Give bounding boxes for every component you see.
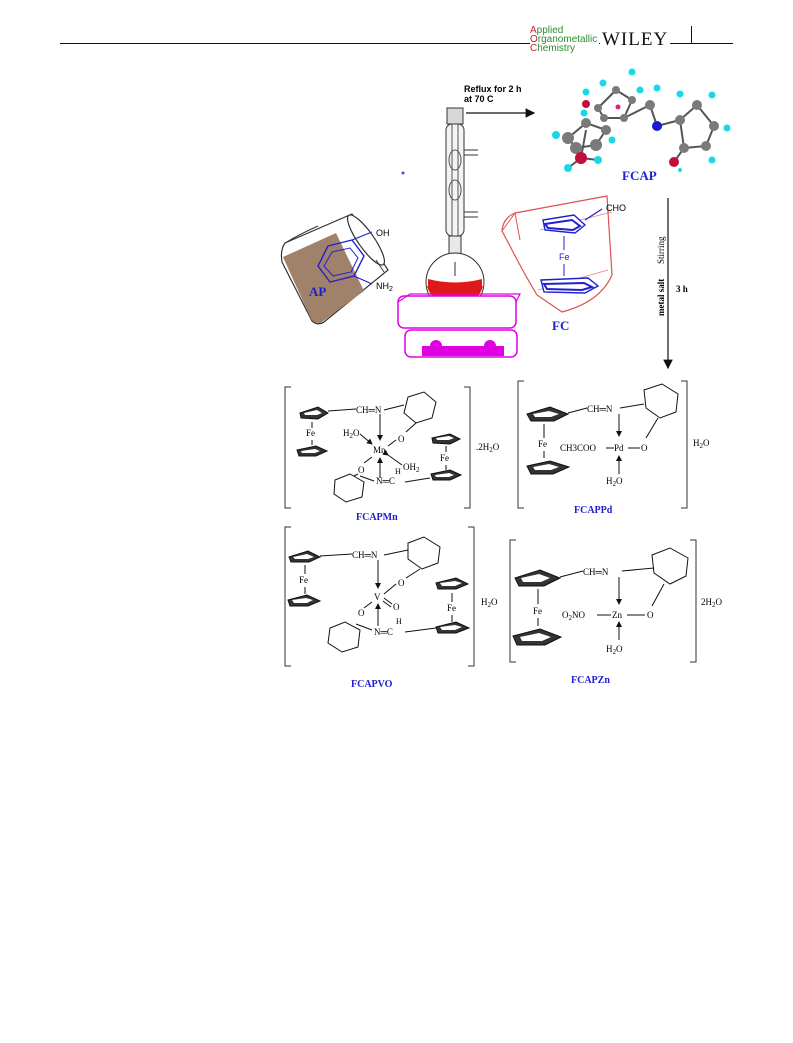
journal-line-organometallic: Organometallic <box>530 34 598 45</box>
vo-o-1: O <box>398 578 405 588</box>
mn-h: H <box>395 467 401 476</box>
vo-oxo: O <box>393 602 400 612</box>
zn-ch-n: CH═N <box>583 567 609 577</box>
stirring-label: Stirring <box>656 236 666 264</box>
reflux-step: Reflux for 2 h at 70 C <box>464 84 536 118</box>
vo-fe-2: Fe <box>447 603 456 613</box>
zn-o: O <box>647 610 654 620</box>
vo-o-2: O <box>358 608 365 618</box>
pd-ch-n: CH═N <box>587 404 613 414</box>
stopper <box>446 107 464 125</box>
ap-oh-label: OH <box>376 228 390 238</box>
stray-dot <box>401 171 405 175</box>
header-tick <box>691 26 692 43</box>
zn-h2o: H2O <box>606 644 623 656</box>
ap-label: AP <box>309 284 326 299</box>
mn-oh2: OH2 <box>403 462 420 474</box>
metal-salt-step: metal salt Stirring 3 h <box>656 198 688 370</box>
pd-h2o: H2O <box>606 476 623 488</box>
time-label: 3 h <box>676 284 688 294</box>
metal-salt-label: metal salt <box>656 279 666 316</box>
reflux-line-1: Reflux for 2 h <box>464 84 522 94</box>
journal-line-applied: Applied <box>530 25 564 36</box>
journal-logo: Applied Organometallic Chemistry <box>530 25 600 54</box>
pd-fe: Fe <box>538 439 547 449</box>
mn-o-2: O <box>358 465 365 475</box>
reflux-line-2: at 70 C <box>464 94 494 104</box>
vo-h: H <box>396 617 402 626</box>
publisher-logo: WILEY <box>600 29 671 51</box>
vo-n-ch: N═C <box>374 627 393 637</box>
pd-hydration: H2O <box>693 438 710 450</box>
complex-fcapzn: Fe CH═N O O2NO Zn H2O 2H2O FCAPZn <box>509 539 723 686</box>
mn-n-ch: N═C <box>376 476 395 486</box>
fcappd-label: FCAPPd <box>574 505 613 516</box>
zn-fe: Fe <box>533 606 542 616</box>
vo-fe-1: Fe <box>299 575 308 585</box>
vo-hydration: H2O <box>481 597 498 609</box>
mn-fe-1: Fe <box>306 428 315 438</box>
mn-hydration: .2H2O <box>476 442 500 454</box>
mn-ch-n: CH═N <box>356 405 382 415</box>
complex-fcappd: Fe CH═N O CH3COO Pd H2O H2O FCAPPd <box>517 380 710 516</box>
zn-metal: Zn <box>612 610 622 620</box>
fc-cho-label: CHO <box>606 203 626 213</box>
pd-o: O <box>641 443 648 453</box>
complex-fcapvo: Fe CH═N O V O O N═C H Fe H2O FCAPVO <box>284 526 498 690</box>
fcapzn-label: FCAPZn <box>571 675 610 686</box>
pd-acetate: CH3COO <box>560 443 597 453</box>
vo-ch-n: CH═N <box>352 550 378 560</box>
vo-metal: V <box>374 592 381 602</box>
pd-metal: Pd <box>614 443 624 453</box>
fc-beaker: CHO Fe FC <box>501 195 626 333</box>
fcap-label: FCAP <box>622 168 657 183</box>
fc-fe-label: Fe <box>559 252 570 262</box>
reflux-apparatus <box>397 107 521 358</box>
mn-fe-2: Fe <box>440 453 449 463</box>
mn-h2o-left: H2O <box>343 428 360 440</box>
complex-fcapmn: Fe CH═N O H2O Mn OH2 O N═C H Fe <box>284 386 500 523</box>
zn-hydration: 2H2O <box>701 597 723 609</box>
fc-label: FC <box>552 318 569 333</box>
header-rule <box>60 43 733 44</box>
ap-beaker: OH NH2 AP <box>280 213 393 325</box>
hot-plate <box>397 295 517 329</box>
mn-o-1: O <box>398 434 405 444</box>
fcapmn-label: FCAPMn <box>356 512 398 523</box>
fcap-ball-stick-model <box>567 89 715 169</box>
journal-line-chemistry: Chemistry <box>530 43 576 54</box>
fcapvo-label: FCAPVO <box>351 679 393 690</box>
zn-nitrate: O2NO <box>562 610 585 622</box>
ap-nh2-label: NH2 <box>376 281 393 293</box>
fcap-atoms <box>552 68 731 172</box>
mn-metal: Mn <box>373 445 386 455</box>
